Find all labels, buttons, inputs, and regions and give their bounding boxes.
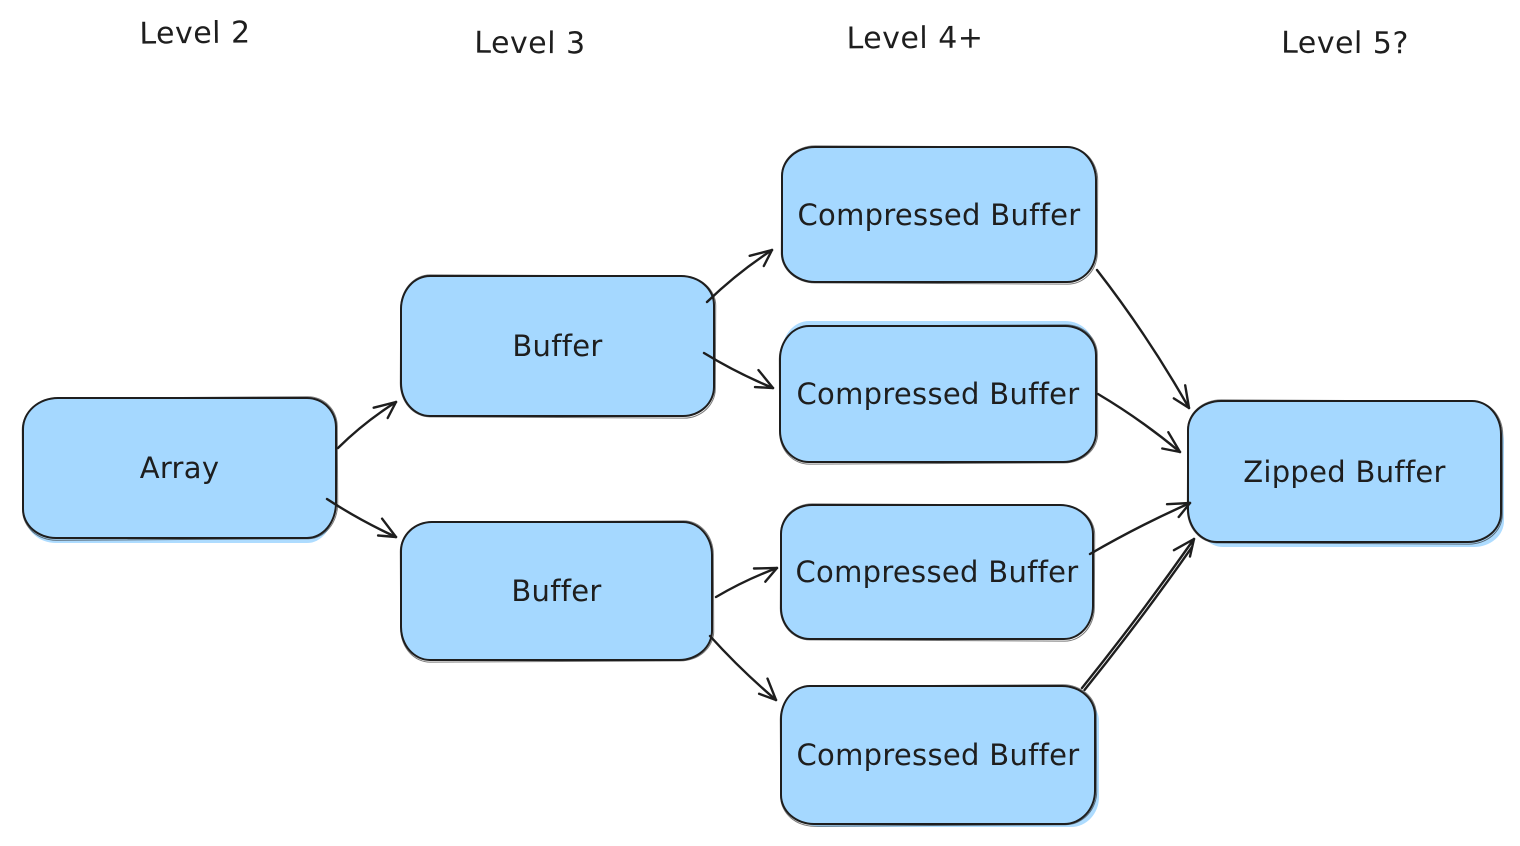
node-compressed-buffer-3: Compressed Buffer bbox=[780, 504, 1094, 640]
edge-array-to-buffer-2 bbox=[325, 497, 398, 539]
edge-buffer-1-to-compressed-buffer-1 bbox=[705, 248, 774, 304]
node-zipped-buffer: Zipped Buffer bbox=[1187, 400, 1502, 543]
edge-buffer-2-to-compressed-buffer-3 bbox=[714, 566, 779, 599]
node-buffer-2: Buffer bbox=[400, 521, 713, 661]
node-compressed-buffer-3-label: Compressed Buffer bbox=[795, 555, 1079, 589]
edge-compressed-buffer-4-to-zipped-buffer bbox=[1080, 537, 1196, 692]
node-compressed-buffer-4: Compressed Buffer bbox=[780, 685, 1096, 825]
column-header-level-5: Level 5? bbox=[1281, 25, 1409, 62]
edge-array-to-buffer-1 bbox=[336, 400, 398, 450]
edge-compressed-buffer-1-to-zipped-buffer bbox=[1095, 268, 1191, 410]
edge-compressed-buffer-3-to-zipped-buffer bbox=[1088, 501, 1192, 556]
node-zipped-buffer-label: Zipped Buffer bbox=[1243, 454, 1446, 489]
node-array: Array bbox=[22, 397, 337, 539]
node-buffer-1: Buffer bbox=[400, 275, 715, 417]
node-buffer-1-label: Buffer bbox=[512, 329, 603, 363]
column-header-level-3: Level 3 bbox=[474, 25, 586, 62]
node-compressed-buffer-2: Compressed Buffer bbox=[779, 325, 1097, 463]
node-compressed-buffer-2-label: Compressed Buffer bbox=[796, 377, 1080, 411]
edge-buffer-2-to-compressed-buffer-4 bbox=[708, 634, 778, 702]
column-header-level-2: Level 2 bbox=[139, 15, 251, 52]
node-compressed-buffer-4-label: Compressed Buffer bbox=[796, 738, 1080, 772]
node-compressed-buffer-1: Compressed Buffer bbox=[781, 146, 1097, 283]
edge-compressed-buffer-2-to-zipped-buffer bbox=[1096, 392, 1182, 454]
node-buffer-2-label: Buffer bbox=[511, 574, 602, 608]
node-compressed-buffer-1-label: Compressed Buffer bbox=[797, 197, 1081, 232]
column-header-level-4: Level 4+ bbox=[846, 20, 984, 57]
node-array-label: Array bbox=[139, 451, 220, 485]
